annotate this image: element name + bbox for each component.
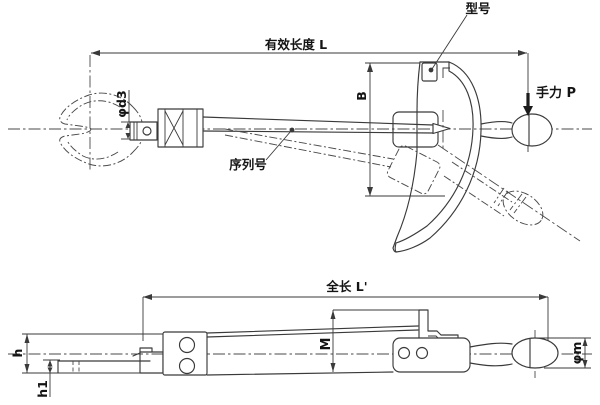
adjuster-collar [157,108,204,148]
hand-force-arrow: 手力 P [523,85,576,116]
dim-m: M [319,309,419,372]
grip-diameter-label: φm [569,342,584,365]
dim-h1: h1 [35,359,60,398]
shank-step [132,347,153,357]
effective-length-label: 有效长度 L [265,37,327,52]
handle-neck [469,342,513,367]
body-side [206,325,419,376]
model-label: 型号 [465,1,490,16]
handle-plan [480,113,553,147]
dim-body-width-b: B [354,62,445,197]
handle-ball [511,113,553,147]
head-height-label: h [10,349,25,358]
model-callout: 型号 [428,1,491,73]
shank-block [139,351,164,374]
head-inner-upper [66,100,121,121]
leader-dot [428,67,434,73]
body-height-label: M [319,338,334,351]
dim-drive-diameter: φd3 [114,90,135,140]
force-arrowhead [523,106,533,116]
measuring-beam [202,116,434,134]
body-width-label: B [354,91,369,101]
plate-post [418,309,429,342]
phantom-ball [502,190,544,226]
drive-pin-hole [142,126,152,136]
grip-hole-left [397,346,411,360]
head-outer-contour [59,92,134,167]
head-neck [132,106,143,153]
dial-notch [442,67,450,78]
dial-left-edge [392,61,421,249]
drive-diameter-label: φd3 [114,90,129,117]
pivot-hole-lower [178,357,196,375]
dial-body [392,61,482,253]
grip-block [392,337,471,373]
grip-hole-right [415,346,429,360]
pivot-block [162,331,208,376]
grip-block-outline [392,337,471,373]
serial-label: 序列号 [229,157,267,172]
pivot-hole-upper [178,336,196,354]
head-shank [57,347,164,374]
dial-inner-arc [395,61,474,244]
side-view: 全长 L' h h1 [8,279,592,398]
knurl-cross [164,110,184,146]
pointer [432,122,451,135]
handle-ball [511,337,559,369]
total-length-label: 全长 L' [325,279,367,294]
handle-neck [480,121,513,139]
scale-plate-side [418,309,459,342]
dial-outer-arc [395,61,482,253]
plate-hook [427,330,459,340]
serial-callout: 序列号 [229,127,295,172]
hand-force-label: 手力 P [536,85,576,101]
pivot-block-outline [162,331,208,376]
phantom-clamp [386,145,441,195]
leader-dot [289,127,295,133]
head-thickness-label: h1 [35,380,50,398]
phantom-axis [437,144,581,242]
dial-bottom-tip [392,242,397,253]
model-plate [421,62,438,82]
wrench-head-phantom [59,92,143,167]
square-drive [129,121,158,141]
phantom-rotated-assembly [224,128,581,242]
handle-side [469,337,559,369]
head-inner-lower [66,139,119,160]
dim-phi-m: φm [531,337,591,369]
beam-clamp [392,111,439,148]
top-view: 有效长度 L φd3 [8,1,592,253]
